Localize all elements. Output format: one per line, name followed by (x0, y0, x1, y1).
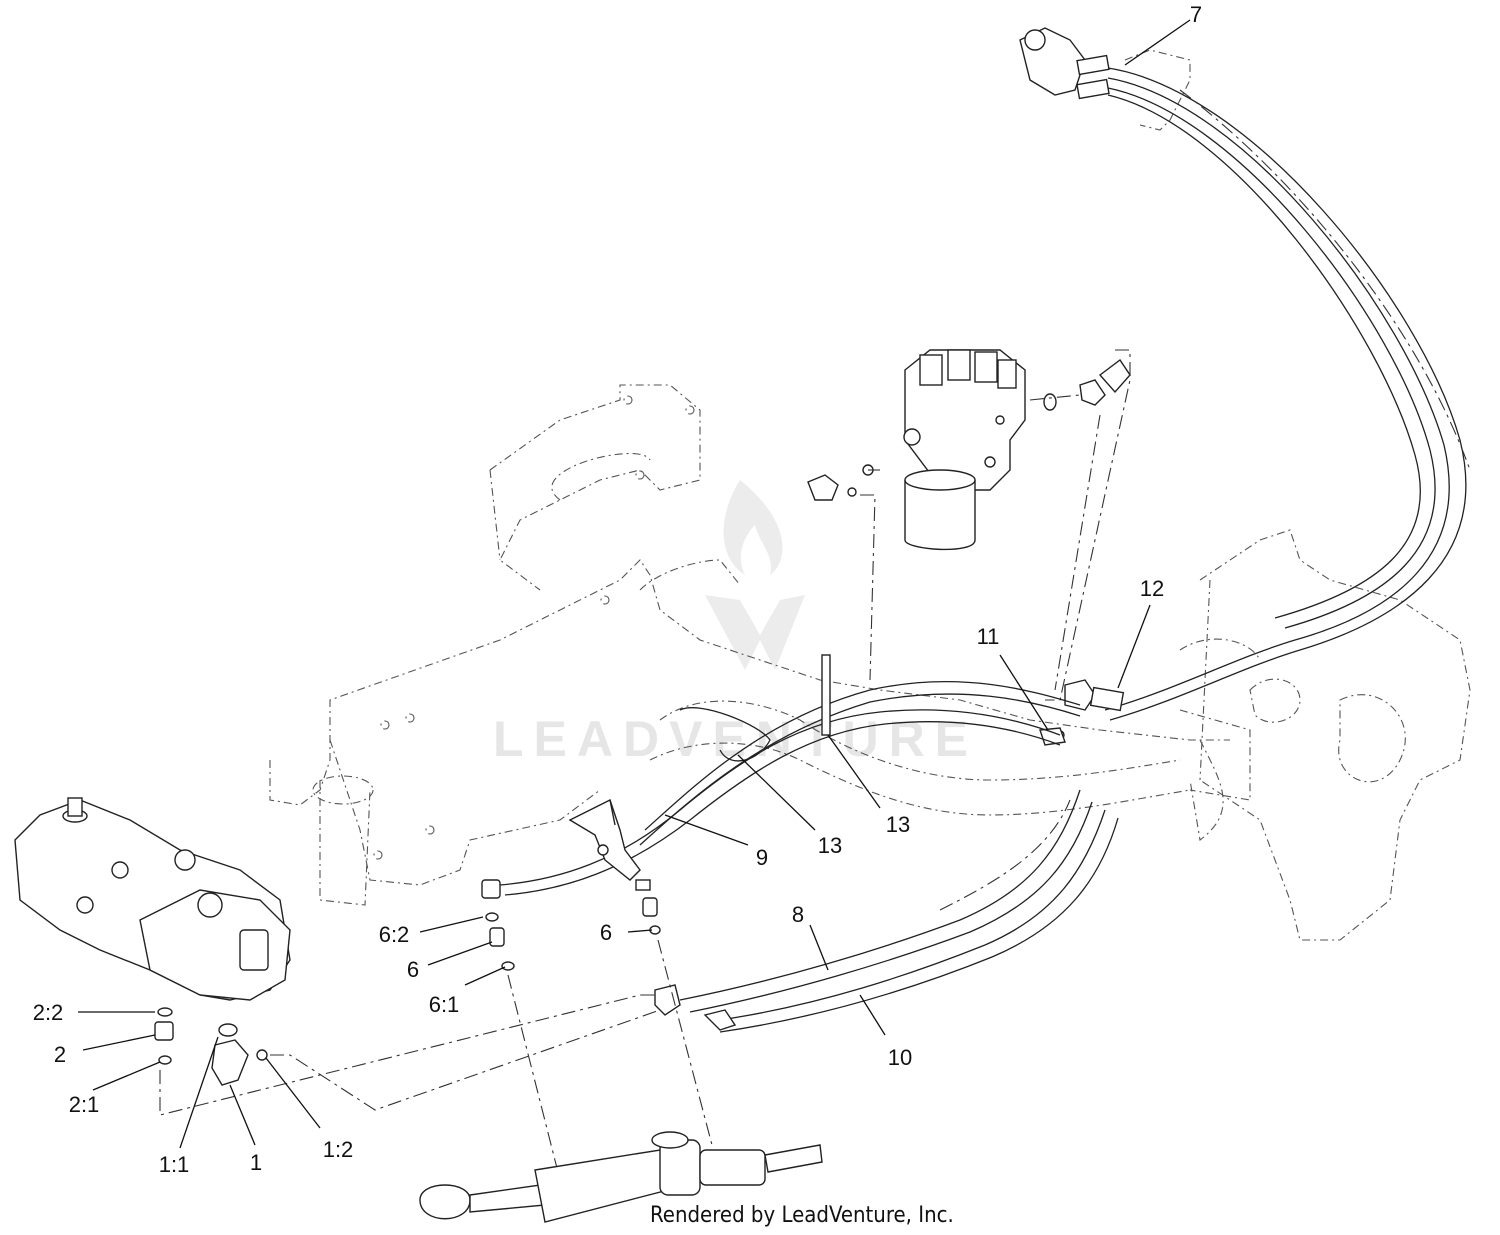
frame-phantom (269, 384, 1471, 941)
callout-9: 9 (756, 845, 768, 870)
steering-motor-top (1019, 27, 1191, 131)
callout-1: 1 (250, 1150, 262, 1175)
callout-10: 10 (888, 1045, 912, 1070)
callout-1-2: 1:2 (323, 1137, 354, 1162)
callout-6-2: 6:2 (379, 922, 410, 947)
hydraulic-pump (14, 797, 661, 1116)
fittings-items-11-12 (1039, 679, 1125, 746)
cylinder-bracket (568, 799, 641, 881)
hoses-item-7 (1104, 67, 1471, 721)
callout-2-2: 2:2 (33, 1000, 64, 1025)
steering-cylinder (419, 1131, 823, 1223)
callout-1-1: 1:1 (159, 1152, 190, 1177)
callout-2: 2 (54, 1042, 66, 1067)
hoses-item-9 (499, 654, 1081, 896)
callout-8: 8 (792, 902, 804, 927)
callout-2-1: 2:1 (69, 1092, 100, 1117)
hoses-items-8-10 (654, 789, 1119, 1033)
callout-13-left: 13 (818, 833, 842, 858)
steering-control-valve (807, 349, 1131, 701)
leader-lines (78, 19, 1191, 1149)
fittings-item-6 (481, 879, 713, 1181)
render-credit: Rendered by LeadVenture, Inc. (650, 1203, 954, 1228)
callout-6-right: 6 (600, 920, 612, 945)
callout-12: 12 (1140, 576, 1164, 601)
callout-11: 11 (977, 624, 1000, 649)
callout-6-1: 6:1 (429, 992, 460, 1017)
callout-6-left: 6 (407, 957, 419, 982)
callout-7: 7 (1190, 2, 1202, 27)
callout-13-right: 13 (886, 812, 910, 837)
watermark-text: LEADVENTURE (493, 711, 978, 767)
